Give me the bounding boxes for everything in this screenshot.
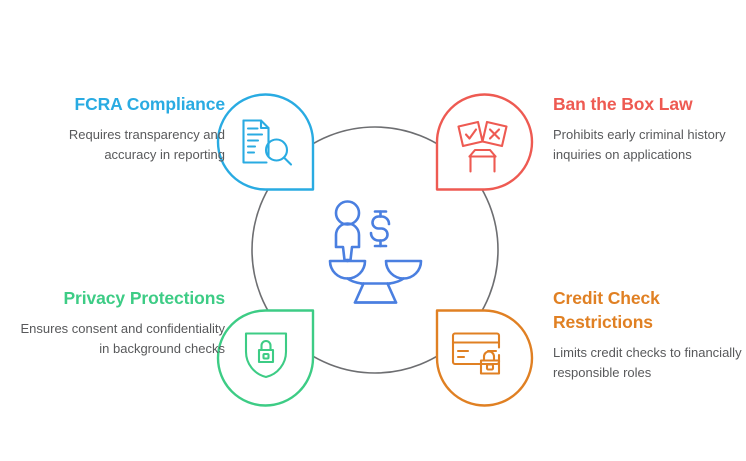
text-block-ban-the-box-law: Ban the Box Law Prohibits early criminal…	[553, 92, 746, 165]
text-block-credit-check-restrictions: Credit Check Restrictions Limits credit …	[553, 286, 746, 383]
ballot-box-check-x-icon	[457, 120, 508, 173]
title-fcra-compliance: FCRA Compliance	[74, 94, 225, 114]
description-ban-the-box-law: Prohibits early criminal history inquiri…	[553, 127, 726, 162]
center-ring	[251, 126, 499, 374]
node-ban-the-box-law[interactable]	[435, 93, 534, 191]
title-privacy-protections: Privacy Protections	[63, 288, 225, 308]
balance-scale-person-dollar-icon	[328, 200, 423, 304]
document-magnifier-icon	[242, 119, 293, 166]
node-privacy-protections[interactable]	[216, 309, 315, 407]
description-fcra-compliance: Requires transparency and accuracy in re…	[68, 127, 225, 162]
description-privacy-protections: Ensures consent and confidentiality in b…	[20, 321, 225, 356]
teardrop-shape-blue	[216, 93, 315, 191]
node-fcra-compliance[interactable]	[216, 93, 315, 191]
node-credit-check-restrictions[interactable]	[435, 309, 534, 407]
title-ban-the-box-law: Ban the Box Law	[553, 94, 693, 114]
title-credit-check-restrictions: Credit Check Restrictions	[553, 288, 660, 332]
shield-lock-icon	[244, 332, 288, 379]
text-block-privacy-protections: Privacy Protections Ensures consent and …	[20, 286, 225, 359]
description-credit-check-restrictions: Limits credit checks to financially resp…	[553, 345, 742, 380]
text-block-fcra-compliance: FCRA Compliance Requires transparency an…	[20, 92, 225, 165]
credit-card-lock-icon	[451, 332, 501, 375]
